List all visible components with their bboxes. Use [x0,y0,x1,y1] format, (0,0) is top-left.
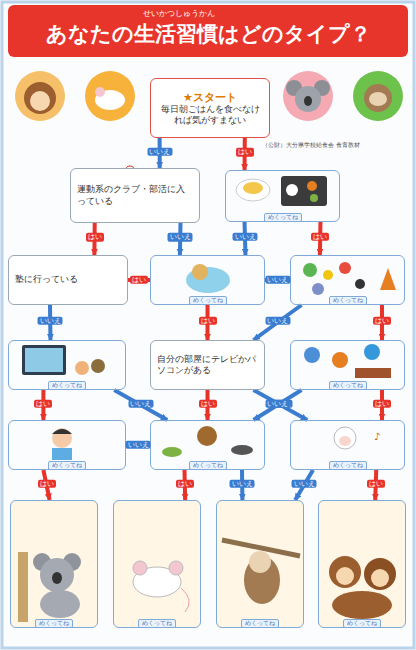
answer-label: はい [86,233,104,241]
question-text: 毎日朝ごはんを食べなければ気がすまない [157,104,263,125]
result-card: めくってね [113,500,201,628]
answer-label: いいえ [128,399,153,407]
mouse-badge [85,71,135,121]
question-box: 自分の部屋にテレビかパソコンがある [150,340,265,390]
flip-card: めくってね [225,170,340,222]
start-heading: ★スタート [183,91,237,105]
bear-relax-illustration [186,264,230,293]
flip-tab: めくってね [329,461,367,470]
flip-tab: めくってね [35,619,73,628]
answer-label: いいえ [230,479,255,487]
flip-card: めくってね [150,255,265,305]
answer-label: はい [176,479,194,487]
koala-card-illustration [10,500,98,628]
flip-card: めくってね [290,255,405,305]
answer-label: いいえ [147,147,172,155]
answer-label: いいえ [38,317,63,325]
flow-arrow [254,305,302,340]
question-box: 塾に行っている [8,255,128,305]
characters-illustration [303,262,396,295]
white-monkey-illustration: ♪ [334,427,380,449]
monkeys-card-illustration [318,500,406,628]
title-ruby: せいかつしゅうかん [134,8,224,19]
child-illustration [52,428,72,460]
result-card: めくってね [10,500,98,628]
answer-label: はい [199,399,217,407]
question-text: 自分の部屋にテレビかパソコンがある [157,354,258,377]
answer-label: いいえ [168,233,193,241]
kids-illustration [304,344,391,378]
flip-card: めくってね [290,340,405,390]
title-banner [8,5,408,57]
answer-label: いいえ [233,233,258,241]
tv-illustration [22,345,105,375]
question-text: 塾に行っている [15,274,78,285]
breakfast-illustration [236,176,327,206]
flip-card: めくってね [8,420,126,470]
answer-label: いいえ [265,399,290,407]
flip-card: めくってね [8,340,126,390]
svg-text:♪: ♪ [374,431,380,442]
flow-arrow [254,390,308,420]
flow-arrow [114,390,167,420]
answer-label: いいえ [265,317,290,325]
flip-tab: めくってね [329,381,367,390]
answer-label: はい [236,148,254,156]
flip-tab: めくってね [48,461,86,470]
answer-label: はい [373,399,391,407]
koala-badge [283,71,333,121]
answer-label: はい [38,479,56,487]
answer-label: はい [34,399,52,407]
mouse-card-illustration [113,500,201,628]
answer-label: いいえ [292,479,317,487]
answer-label: いいえ [126,441,151,449]
answer-label: はい [311,233,329,241]
sloth-card-illustration [216,500,304,628]
flip-tab: めくってね [189,461,227,470]
result-card: めくってね [318,500,406,628]
flip-tab: めくってね [138,619,176,628]
answer-label: いいえ [265,276,290,284]
flip-card: めくってね [290,420,405,470]
question-text: 運動系のクラブ・部活に入っている [77,184,193,207]
flip-tab: めくってね [241,619,279,628]
monkey-badge [15,71,65,121]
sloth-badge [353,71,403,121]
flip-tab: めくってね [48,381,86,390]
bear-meal-illustration [162,426,253,457]
start-box: ★スタート毎日朝ごはんを食べなければ気がすまない [150,78,270,138]
credit-note: （公財）大分県学校給食会 食育教材 [262,142,412,149]
answer-label: はい [373,317,391,325]
answer-label: はい [199,317,217,325]
poster-title: あなたの生活習慣はどのタイプ？ [28,20,388,48]
answer-label: はい [130,276,148,284]
flip-tab: めくってね [264,213,302,222]
flip-card: めくってね [150,420,265,470]
flip-tab: めくってね [329,296,367,305]
answer-label: はい [367,479,385,487]
flip-tab: めくってね [343,619,381,628]
flow-arrow [254,390,302,420]
result-card: めくってね [216,500,304,628]
question-box: 運動系のクラブ・部活に入っている [70,168,200,223]
flip-tab: めくってね [189,296,227,305]
